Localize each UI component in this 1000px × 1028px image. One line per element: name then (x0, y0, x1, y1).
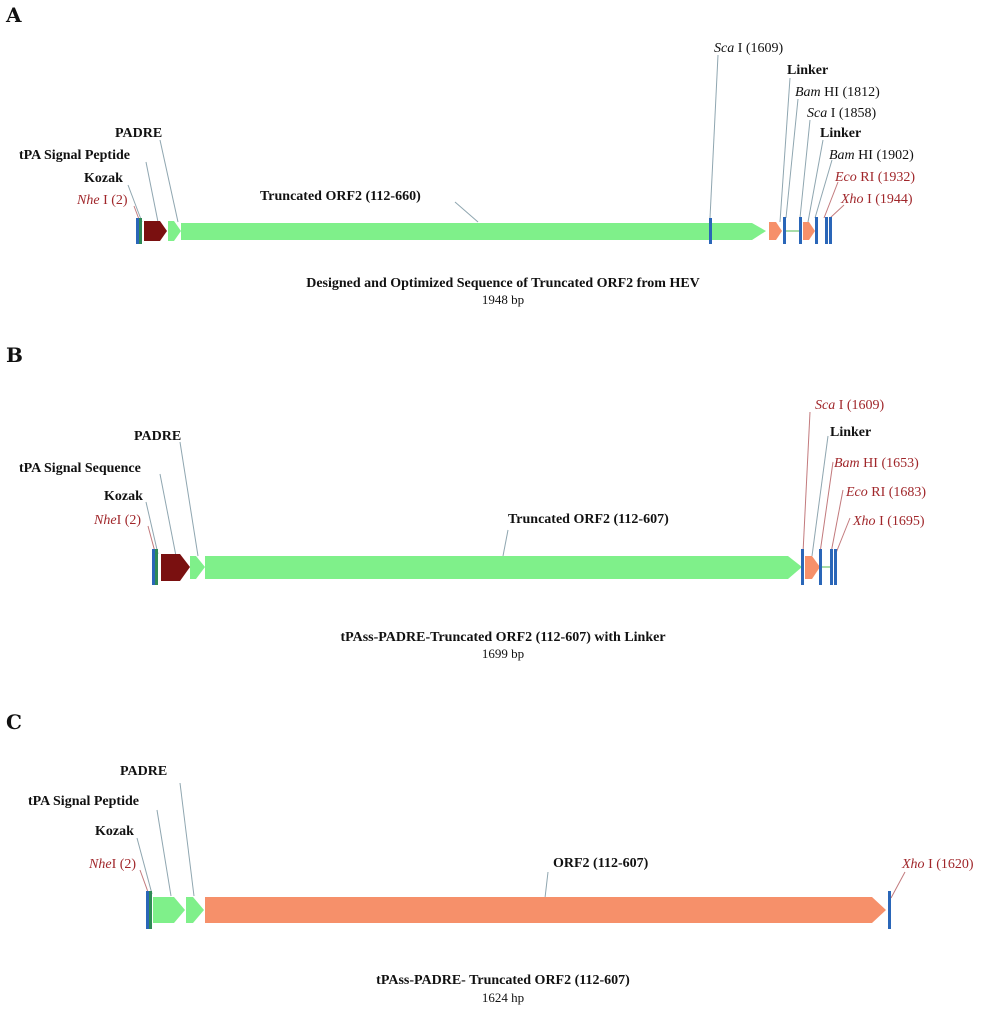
panel-a: A PADRE tPA Signal Peptide Kozak (5, 3, 915, 307)
linker-arrow (805, 556, 820, 579)
linker-arrow-1 (769, 222, 782, 240)
panel-c: C PADRE tPA Signal Peptide Kozak NheI (2… (6, 710, 974, 1005)
panel-a-letter: A (5, 3, 22, 27)
padre-label: PADRE (120, 764, 167, 779)
bam-site-1812-marker (783, 217, 786, 244)
site-label: Eco RI (1932) (834, 170, 915, 185)
tpa-label: tPA Signal Peptide (28, 794, 139, 809)
kozak-marker (155, 549, 158, 585)
kozak-label: Kozak (95, 824, 134, 839)
truncated-orf2-arrow (181, 223, 766, 240)
bam-site-1902-marker (815, 217, 818, 244)
xho-site-1620-marker (888, 891, 891, 929)
kozak-marker (139, 218, 142, 244)
sca-site-1609-marker (801, 549, 804, 585)
sequence-length: 1624 hp (482, 990, 524, 1005)
eco-site-1683-marker (830, 549, 833, 585)
site-label: Bam HI (1902) (829, 148, 914, 163)
linker-label: Linker (830, 425, 871, 440)
tpa-signal-arrow (161, 554, 190, 581)
site-label: Sca I (1609) (714, 41, 784, 56)
nhe-site-marker (136, 218, 139, 244)
kozak-marker (149, 891, 152, 929)
tpa-label: tPA Signal Sequence (19, 461, 141, 476)
panel-b-letter: B (6, 343, 23, 367)
padre-label: PADRE (134, 429, 181, 444)
site-label: Sca I (1858) (807, 106, 877, 121)
sca-site-1858-marker (799, 217, 802, 244)
nhe-site-label: NheI (2) (88, 857, 136, 872)
eco-site-1932-marker (825, 217, 828, 244)
padre-arrow (168, 221, 181, 241)
linker-label: Linker (820, 126, 861, 141)
site-label: Bam HI (1653) (834, 456, 919, 471)
site-label: Xho I (1695) (852, 514, 925, 529)
kozak-label: Kozak (104, 489, 143, 504)
linker-label: Linker (787, 63, 828, 78)
padre-label: PADRE (115, 126, 162, 141)
nhe-site-marker (146, 891, 149, 929)
linker-arrow-2 (803, 222, 815, 240)
tpa-signal-arrow (144, 221, 167, 241)
orf-label: Truncated ORF2 (112-607) (508, 512, 669, 527)
orf-label: ORF2 (112-607) (553, 856, 649, 871)
tpa-label: tPA Signal Peptide (19, 148, 130, 163)
nhe-site-marker (152, 549, 155, 585)
panel-caption: tPAss-PADRE- Truncated ORF2 (112-607) (376, 973, 630, 988)
site-label: Bam HI (1812) (795, 85, 880, 100)
panel-b: B PADRE tPA Signal Sequence Kozak NheI (… (6, 343, 926, 661)
xho-site-1695-marker (834, 549, 837, 585)
nhe-site-label: NheI (2) (93, 513, 141, 528)
panel-c-letter: C (6, 710, 22, 734)
sequence-length: 1699 bp (482, 646, 524, 661)
panel-caption: tPAss-PADRE-Truncated ORF2 (112-607) wit… (340, 630, 665, 645)
orf-label: Truncated ORF2 (112-660) (260, 189, 421, 204)
truncated-orf2-arrow (205, 556, 802, 579)
padre-arrow (186, 897, 204, 923)
orf2-arrow (205, 897, 886, 923)
site-label: Sca I (1609) (815, 398, 885, 413)
kozak-label: Kozak (84, 171, 123, 186)
site-label: Eco RI (1683) (845, 485, 926, 500)
site-label: Xho I (1944) (840, 192, 913, 207)
xho-site-1944-marker (829, 217, 832, 244)
sca-site-1609-marker (709, 218, 712, 244)
padre-arrow (190, 556, 205, 579)
panel-caption: Designed and Optimized Sequence of Trunc… (306, 276, 700, 291)
tpa-signal-arrow (153, 897, 185, 923)
site-label: Xho I (1620) (901, 857, 974, 872)
nhe-site-label: Nhe I (2) (76, 193, 128, 208)
bam-site-1653-marker (819, 549, 822, 585)
sequence-length: 1948 bp (482, 292, 524, 307)
